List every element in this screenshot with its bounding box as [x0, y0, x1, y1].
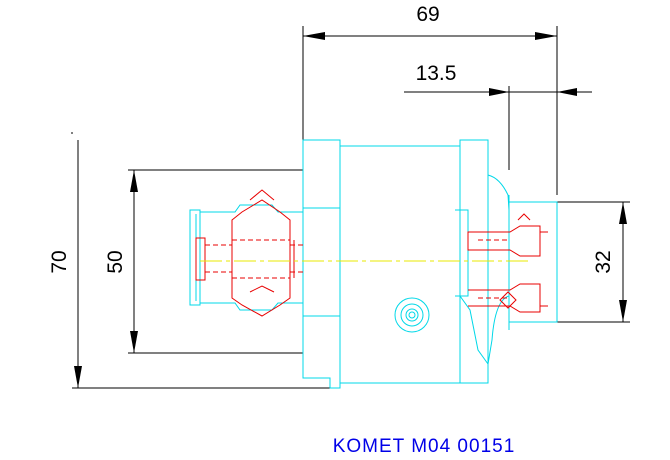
- dim-shank-diameter: 32: [592, 250, 615, 273]
- dim-overall-length: 69: [416, 3, 439, 26]
- dimension-lines: [71, 26, 630, 389]
- tool-body-outline: [189, 139, 558, 389]
- internal-parts: [195, 189, 548, 317]
- part-number-label: KOMET M04 00151: [333, 436, 516, 457]
- dim-body-diameter: 50: [104, 250, 127, 273]
- dimension-labels: 69 13.5 70 50 32: [48, 3, 615, 274]
- dim-outer-diameter: 70: [48, 250, 71, 273]
- dim-shank-length: 13.5: [416, 62, 457, 85]
